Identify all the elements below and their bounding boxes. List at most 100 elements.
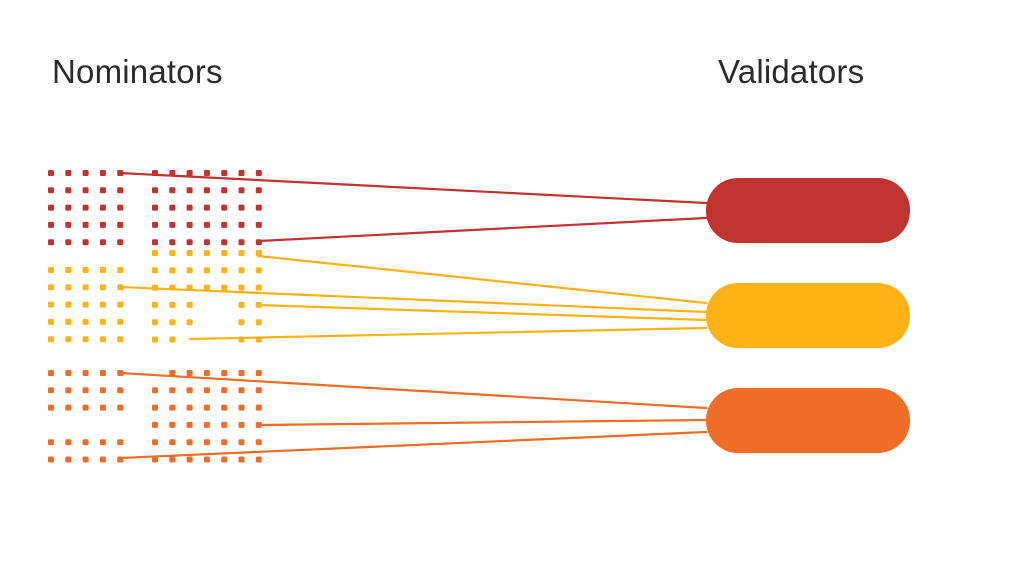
amber-left-block-dot	[65, 284, 72, 291]
orange-group-link-2	[256, 418, 708, 427]
crimson-right-block-dot	[255, 239, 262, 246]
amber-group-link-3	[256, 303, 708, 322]
orange-left-block-dot	[117, 404, 124, 411]
amber-left-block-dot	[99, 336, 106, 343]
amber-right-block-dot	[255, 284, 262, 291]
amber-left-block-dot	[82, 301, 89, 308]
crimson-right-block-dot	[186, 187, 193, 194]
crimson-right-block-dot	[152, 239, 158, 246]
amber-right-block-dot	[169, 301, 176, 308]
amber-right-block-dot	[221, 284, 228, 291]
amber-right-block-dot	[186, 284, 193, 291]
crimson-right-block-dot	[238, 187, 245, 194]
crimson-left-block-dot	[99, 204, 106, 211]
orange-left-block-dot	[82, 456, 89, 463]
orange-right-block-dot	[255, 456, 262, 463]
amber-left-block-dot	[99, 284, 106, 291]
orange-group-link-3	[118, 430, 708, 460]
orange-right-block-dot	[169, 421, 176, 428]
amber-right-block-dot	[152, 267, 158, 274]
links-layer	[118, 171, 708, 460]
amber-left-block-dot	[117, 267, 124, 273]
orange-left-block-dot	[65, 387, 72, 394]
amber-right-block-dot	[186, 250, 193, 256]
amber-left-block-dot	[117, 336, 124, 343]
crimson-left-block-dot	[117, 170, 124, 176]
crimson-right-block-dot	[255, 221, 262, 228]
amber-right-block-dot	[221, 267, 228, 274]
crimson-right-block-dot	[238, 239, 245, 246]
crimson-right-block-dot	[152, 170, 158, 176]
orange-right-block-dot	[186, 404, 193, 411]
crimson-left-block-dot	[117, 204, 124, 211]
orange-right-block-dot	[152, 456, 158, 463]
amber-right-block-dot	[255, 301, 262, 308]
amber-left-block-dot	[99, 267, 106, 273]
orange-left-block-dot	[82, 439, 89, 446]
crimson-left-block-dot	[82, 204, 89, 211]
amber-right-block-dot	[152, 336, 158, 343]
amber-left-block-dot	[99, 318, 106, 325]
amber-right-block-dot	[255, 319, 262, 326]
amber-left-block-dot	[48, 318, 54, 325]
amber-right-block-dot	[186, 267, 193, 274]
crimson-right-block-dot	[221, 204, 228, 211]
crimson-right-block-dot	[255, 204, 262, 211]
orange-right-block-dot	[203, 439, 210, 446]
amber-right-block-dot	[238, 267, 245, 274]
crimson-right-block-dot	[169, 204, 176, 211]
crimson-left-block-dot	[117, 239, 124, 246]
crimson-group-link-2	[257, 216, 708, 243]
crimson-right-block-dot	[238, 204, 245, 211]
orange-left-block-dot	[117, 439, 124, 446]
orange-right-block-dot	[186, 387, 193, 394]
orange-right-block-dot	[152, 421, 158, 428]
amber-left-block-dot	[82, 336, 89, 343]
crimson-left-block-dot	[99, 221, 106, 228]
crimson-left-block-dot	[48, 239, 54, 246]
orange-left-block-dot	[117, 456, 124, 463]
crimson-left-block-dot	[65, 239, 72, 246]
amber-right-block-dot	[186, 319, 193, 326]
amber-right-block-dot	[238, 301, 245, 308]
crimson-left-block-dot	[117, 221, 124, 228]
orange-right-block-dot	[238, 404, 245, 411]
validator-crimson[interactable]	[706, 178, 910, 243]
validator-amber[interactable]	[706, 283, 910, 348]
amber-left-block-dot	[48, 336, 54, 343]
orange-left-block-dot	[99, 456, 106, 463]
amber-left-block-dot	[65, 336, 72, 343]
amber-right-block-dot	[255, 250, 262, 256]
crimson-right-block-dot	[221, 170, 228, 176]
orange-right-block-dot	[221, 421, 228, 428]
crimson-right-block-dot	[221, 187, 228, 194]
orange-right-block-dot	[255, 370, 262, 376]
amber-right-block-dot	[169, 250, 176, 256]
orange-left-block-dot	[65, 456, 72, 463]
orange-right-block-dot	[221, 439, 228, 446]
orange-left-block-dot	[82, 370, 89, 376]
orange-right-block-dot	[186, 456, 193, 463]
validator-pills-layer	[706, 178, 910, 453]
amber-group-link-4	[188, 326, 708, 341]
amber-right-block-dot	[152, 284, 158, 291]
orange-left-block-dot	[99, 404, 106, 411]
crimson-right-block-dot	[255, 187, 262, 194]
crimson-right-block-dot	[238, 221, 245, 228]
amber-left-block-dot	[117, 318, 124, 325]
amber-right-block-dot	[203, 284, 210, 291]
orange-right-block-dot	[186, 439, 193, 446]
crimson-left-block-dot	[82, 187, 89, 194]
orange-right-block-dot	[238, 456, 245, 463]
amber-right-block-dot	[152, 319, 158, 326]
amber-right-block-dot	[221, 250, 228, 256]
crimson-right-block-dot	[169, 239, 176, 246]
amber-left-block-dot	[48, 267, 54, 273]
crimson-left-block-dot	[48, 221, 54, 228]
amber-right-block-dot	[238, 336, 245, 343]
crimson-right-block-dot	[169, 170, 176, 176]
orange-right-block-dot	[238, 421, 245, 428]
orange-right-block-dot	[169, 404, 176, 411]
validator-orange[interactable]	[706, 388, 910, 453]
